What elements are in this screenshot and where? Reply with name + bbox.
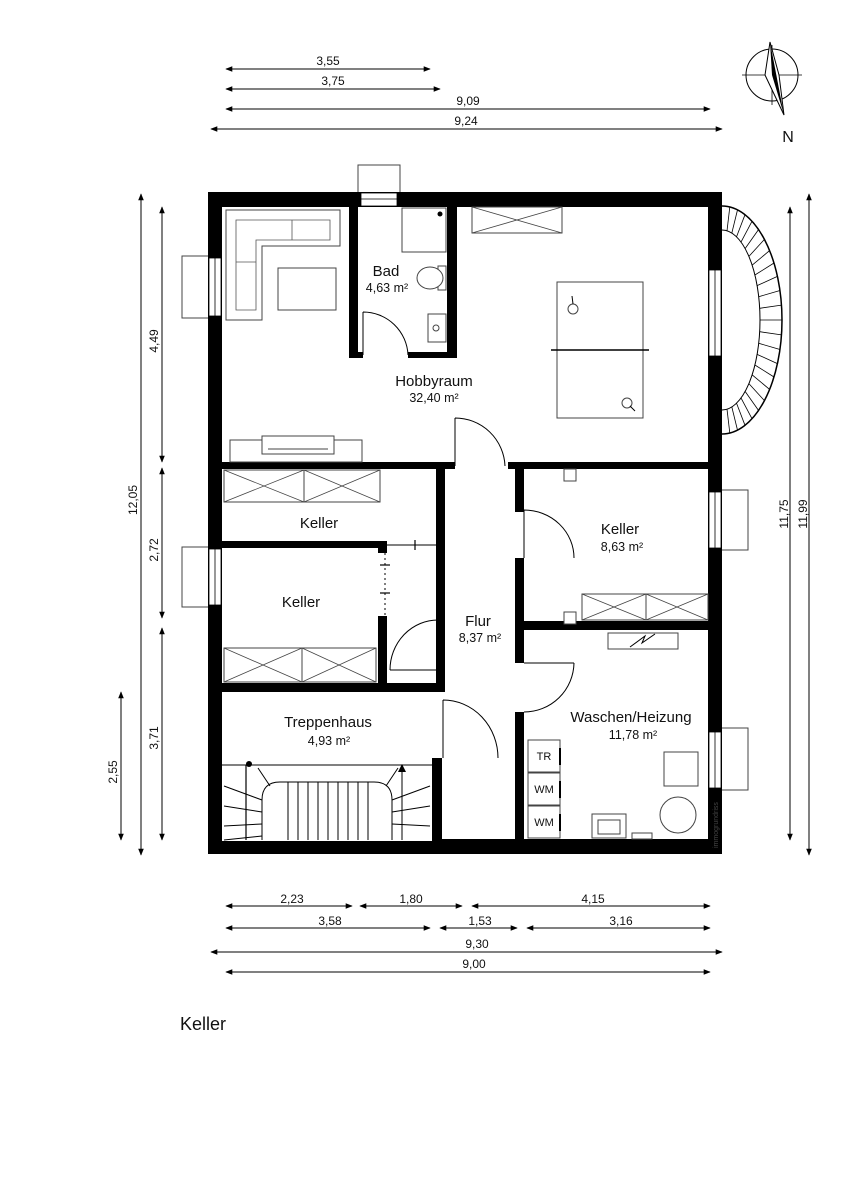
room-flur-name: Flur: [465, 613, 491, 630]
washing-machine-1-icon: [527, 772, 561, 806]
dim-top-3: 9,09: [456, 94, 480, 108]
dim-left-4: 3,71: [147, 726, 161, 750]
room-hobbyraum-area: 32,40 m²: [409, 391, 458, 405]
drain-icon: [631, 832, 653, 840]
room-waschen-name: Waschen/Heizung: [570, 709, 691, 726]
column-icon: [563, 611, 577, 625]
windows: [208, 192, 722, 789]
toilet-icon: [416, 265, 447, 291]
utility-sink-icon: [591, 813, 627, 839]
washing-machine-2-label: WM: [534, 817, 554, 829]
floor-label: Keller: [180, 1014, 227, 1034]
laundry-appliances: [527, 739, 561, 839]
dim-right-1: 11,75: [777, 499, 791, 528]
room-waschen-area: 11,78 m²: [609, 728, 657, 742]
exterior-stair-icon: [721, 205, 783, 435]
dim-bottom-5: 1,53: [468, 914, 492, 928]
dryer-label: TR: [537, 751, 552, 763]
dim-bottom-3: 4,15: [581, 892, 605, 906]
left-dimension-lines: [118, 193, 165, 856]
room-keller-right-name: Keller: [601, 521, 639, 538]
room-flur-area: 8,37 m²: [459, 631, 501, 645]
dim-bottom-1: 2,23: [280, 892, 304, 906]
tank-round-icon: [659, 796, 697, 834]
washing-machine-1-label: WM: [534, 784, 554, 796]
bottom-dimension-lines: [210, 903, 723, 975]
storage-shelf-icon: [223, 469, 709, 683]
right-dimension-lines: [787, 193, 812, 856]
dim-bottom-4: 3,58: [318, 914, 342, 928]
coffee-table-icon: [277, 267, 337, 311]
door-stops: [380, 540, 439, 594]
north-label: N: [782, 129, 794, 146]
column-icon: [563, 468, 577, 482]
dryer-icon: [527, 739, 561, 773]
room-treppenhaus-area: 4,93 m²: [308, 734, 350, 748]
dim-bottom-7: 9,30: [465, 937, 489, 951]
dim-bottom-8: 9,00: [462, 957, 486, 971]
room-keller-top-left-name: Keller: [300, 515, 338, 532]
dim-left-1: 12,05: [126, 485, 140, 515]
sideboard-icon: [229, 435, 363, 463]
corner-sofa-icon: [225, 209, 341, 321]
top-dimension-lines: [210, 66, 723, 132]
room-treppenhaus-name: Treppenhaus: [284, 714, 372, 731]
room-keller-mid-left-name: Keller: [282, 594, 320, 611]
staircase-icon: [222, 761, 432, 841]
room-hobbyraum-name: Hobbyraum: [395, 373, 473, 390]
washing-machine-2-icon: [527, 805, 561, 839]
watermark: immogrundriss: [713, 802, 720, 848]
room-keller-right-area: 8,63 m²: [601, 540, 643, 554]
room-bad-area: 4,63 m²: [366, 281, 408, 295]
shower-icon: [401, 207, 447, 253]
dim-right-2: 11,99: [796, 499, 810, 528]
dim-bottom-6: 3,16: [609, 914, 633, 928]
tank-square-icon: [663, 751, 699, 787]
dim-bottom-2: 1,80: [399, 892, 423, 906]
north-arrow-icon: [742, 41, 802, 116]
dim-top-2: 3,75: [321, 74, 345, 88]
table-tennis-icon: [551, 281, 649, 419]
dim-left-5: 2,55: [106, 760, 120, 784]
dim-left-3: 2,72: [147, 538, 161, 562]
shelf-icon: [471, 206, 563, 234]
walls: [208, 192, 722, 854]
boiler-icon: [607, 632, 679, 650]
dim-top-1: 3,55: [316, 54, 340, 68]
dim-top-4: 9,24: [454, 114, 478, 128]
room-bad-name: Bad: [373, 263, 400, 280]
doors: [362, 311, 575, 759]
dim-left-2: 4,49: [147, 329, 161, 353]
sink-icon: [427, 313, 447, 343]
